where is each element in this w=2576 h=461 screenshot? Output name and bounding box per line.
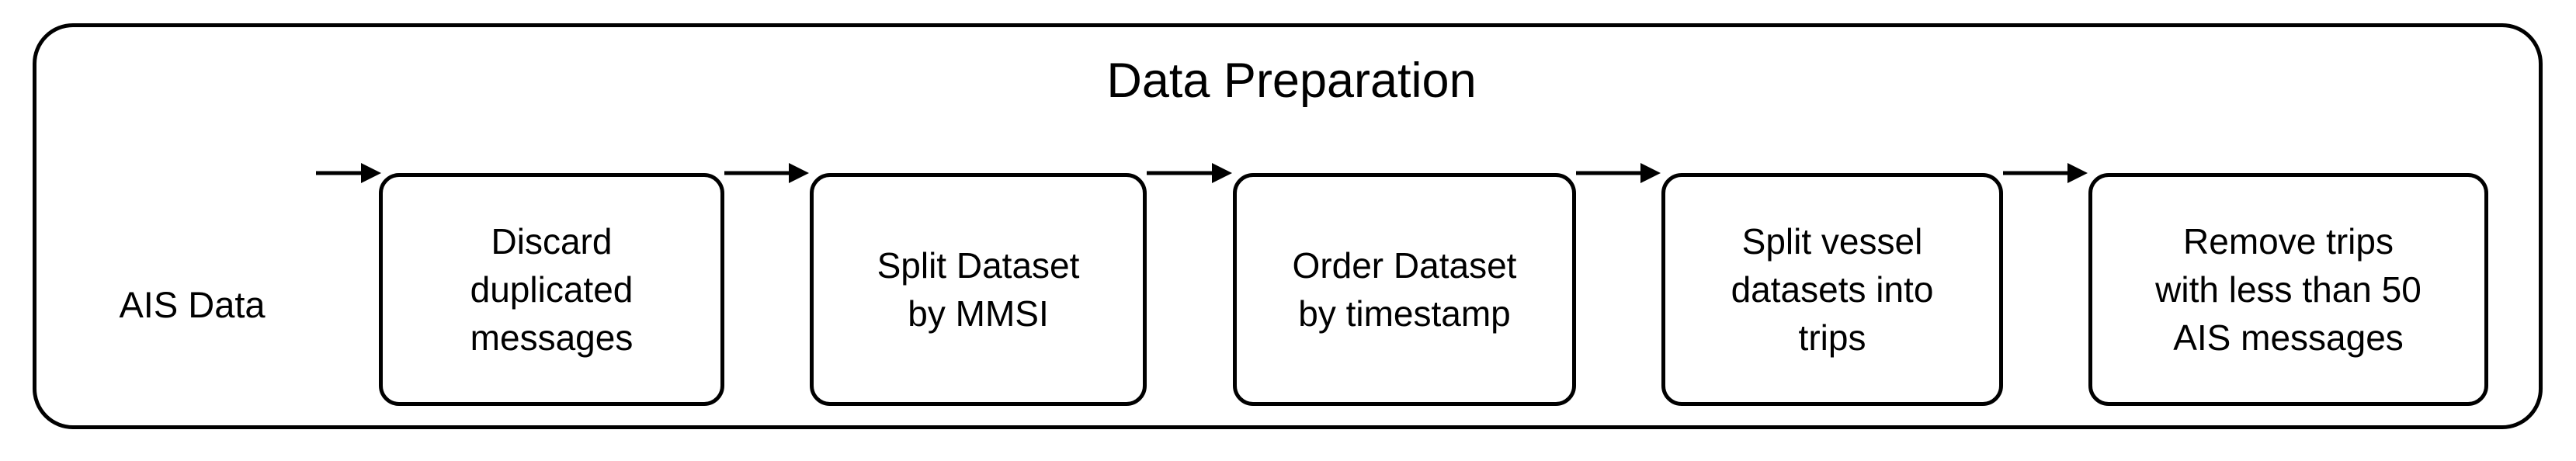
process-box-step-5[interactable]: Remove trips with less than 50 AIS messa… xyxy=(2088,173,2488,406)
data-preparation-group-container: Data Preparation AIS Data Discard duplic… xyxy=(33,23,2543,429)
process-box-step-1-label: Discard duplicated messages xyxy=(470,221,634,358)
connector-arrow-step-3-to-step-4 xyxy=(1576,161,1661,185)
process-box-step-4[interactable]: Split vessel datasets into trips xyxy=(1661,173,2003,406)
process-box-step-3-label: Order Dataset by timestamp xyxy=(1292,245,1517,334)
process-box-step-5-label: Remove trips with less than 50 AIS messa… xyxy=(2155,221,2422,358)
process-box-step-1[interactable]: Discard duplicated messages xyxy=(379,173,724,406)
diagram-title: Data Preparation xyxy=(1106,54,1477,108)
connector-arrow-step-2-to-step-3 xyxy=(1147,161,1233,185)
connector-arrow-source-to-step-1 xyxy=(316,161,382,185)
process-box-step-2[interactable]: Split Dataset by MMSI xyxy=(810,173,1147,406)
process-box-step-2-label: Split Dataset by MMSI xyxy=(877,245,1080,334)
process-box-step-3[interactable]: Order Dataset by timestamp xyxy=(1233,173,1576,406)
process-box-step-4-label: Split vessel datasets into trips xyxy=(1731,221,1934,358)
connector-arrow-step-1-to-step-2 xyxy=(724,161,810,185)
connector-arrow-step-4-to-step-5 xyxy=(2003,161,2088,185)
source-node-ais-data: AIS Data xyxy=(119,284,266,325)
